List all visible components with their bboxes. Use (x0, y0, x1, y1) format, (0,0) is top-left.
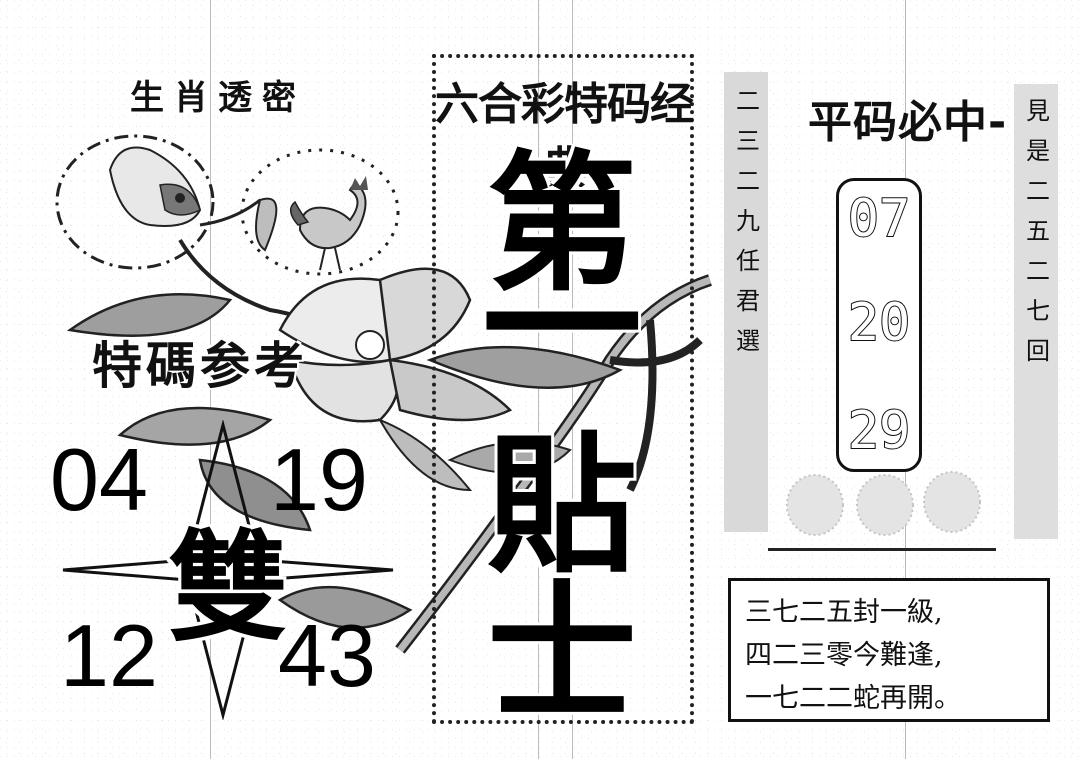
poem-box: 三七二五封一級, 四二三零今難逢, 一七二二蛇再開。 (728, 578, 1050, 722)
flat-number: 29 (847, 400, 912, 462)
flat-number-title: 平码必中- (808, 97, 1008, 148)
snake-zodiac-icon (108, 146, 202, 227)
issue-prefix-char: 第 (486, 138, 637, 312)
zodiac-circle-left (55, 134, 215, 270)
flat-number-box: 07 20 29 (836, 178, 922, 472)
poem-line: 四二三零今難逢, (745, 640, 943, 671)
special-number-reference-title: 特碼参考 (92, 337, 308, 395)
rooster-zodiac-icon (289, 176, 368, 271)
center-title: 六合彩特码经典 (435, 79, 694, 194)
special-number: 12 (60, 606, 158, 705)
issue-column-left-text: 二三二九任君選 (731, 88, 760, 368)
issue-number-char: 一 (481, 234, 642, 421)
double-label: 雙 (168, 519, 288, 658)
flower-branch-illustration (55, 134, 712, 654)
zodiac-title: 生肖透密 (130, 78, 306, 118)
special-number: 04 (50, 430, 148, 529)
special-number: 19 (270, 430, 368, 529)
poem-line: 一七二二蛇再開。 (745, 683, 961, 714)
decorative-stamp-row (786, 471, 981, 536)
issue-column-right-text: 見是二五二七回 (1021, 98, 1050, 378)
four-point-star-shape (62, 420, 394, 720)
issue-column-right: 見是二五二七回 (1014, 84, 1058, 539)
divider-line (768, 548, 996, 551)
flat-number: 20 (847, 292, 912, 354)
tip-name-char: 士 (486, 568, 637, 742)
poem-line: 三七二五封一級, (745, 597, 943, 628)
center-dotted-box (432, 54, 694, 724)
issue-column-left: 二三二九任君選 (724, 72, 768, 532)
flat-number: 07 (847, 188, 912, 250)
tip-name-char: 貼 (486, 420, 637, 594)
scan-line (210, 0, 211, 759)
special-number: 43 (278, 606, 376, 705)
